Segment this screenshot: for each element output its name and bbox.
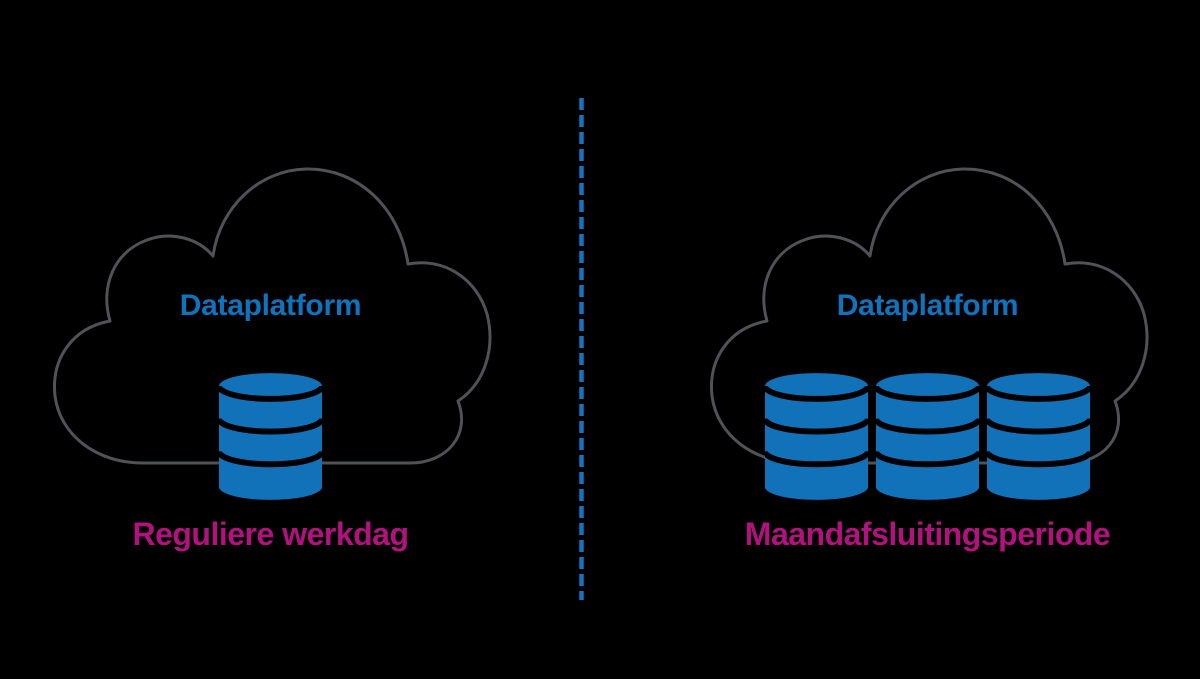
regular-workday-panel: Dataplatform Reguliere werkdag — [48, 158, 493, 588]
cloud-icon — [710, 167, 1149, 465]
dataplatform-label: Dataplatform — [836, 289, 1019, 322]
cloud-icon — [53, 167, 492, 465]
dashed-separator — [579, 98, 584, 600]
database-group — [48, 373, 493, 500]
panel-caption: Reguliere werkdag — [132, 516, 409, 552]
database-cylinder-icon — [765, 373, 868, 500]
database-cylinder-icon — [219, 373, 322, 500]
dataplatform-label: Dataplatform — [179, 289, 362, 322]
database-cylinder-icon — [987, 373, 1090, 500]
database-cylinder-icon — [876, 373, 979, 500]
month-close-panel: Dataplatform Maandafsluitingsperiode — [705, 158, 1150, 588]
database-group — [705, 373, 1150, 500]
panel-caption: Maandafsluitingsperiode — [744, 516, 1111, 552]
